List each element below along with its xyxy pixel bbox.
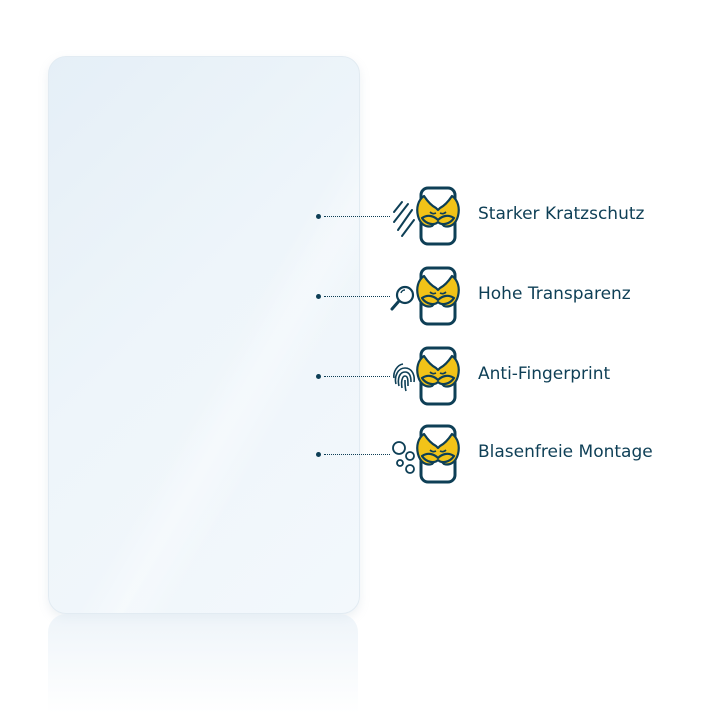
bullet-dot bbox=[316, 374, 321, 379]
feature-label: Hohe Transparenz bbox=[478, 284, 631, 304]
dotted-leader bbox=[324, 296, 390, 297]
feature-scratch-protection: Starker Kratzschutz bbox=[316, 186, 720, 246]
strong-phone-badge-icon bbox=[414, 186, 462, 246]
dotted-leader bbox=[324, 216, 390, 217]
feature-label: Blasenfreie Montage bbox=[478, 442, 653, 462]
feature-anti-fingerprint: Anti-Fingerprint bbox=[316, 346, 720, 406]
dotted-leader bbox=[324, 376, 390, 377]
strong-phone-badge-icon bbox=[414, 424, 462, 484]
screen-protector-panel bbox=[48, 56, 360, 614]
feature-label: Anti-Fingerprint bbox=[478, 364, 611, 384]
bullet-dot bbox=[316, 452, 321, 457]
scratch-icon bbox=[393, 201, 415, 237]
panel-reflection bbox=[48, 614, 358, 714]
bullet-dot bbox=[316, 294, 321, 299]
feature-bubble-free-mounting: Blasenfreie Montage bbox=[316, 424, 720, 484]
magnifier-icon bbox=[390, 285, 415, 311]
feature-transparency: Hohe Transparenz bbox=[316, 266, 720, 326]
panel-sheen bbox=[49, 57, 359, 613]
fingerprint-icon bbox=[393, 363, 415, 392]
bubbles-icon bbox=[392, 441, 415, 474]
strong-phone-badge-icon bbox=[414, 266, 462, 326]
feature-label: Starker Kratzschutz bbox=[478, 204, 645, 224]
strong-phone-badge-icon bbox=[414, 346, 462, 406]
dotted-leader bbox=[324, 454, 390, 455]
bullet-dot bbox=[316, 214, 321, 219]
